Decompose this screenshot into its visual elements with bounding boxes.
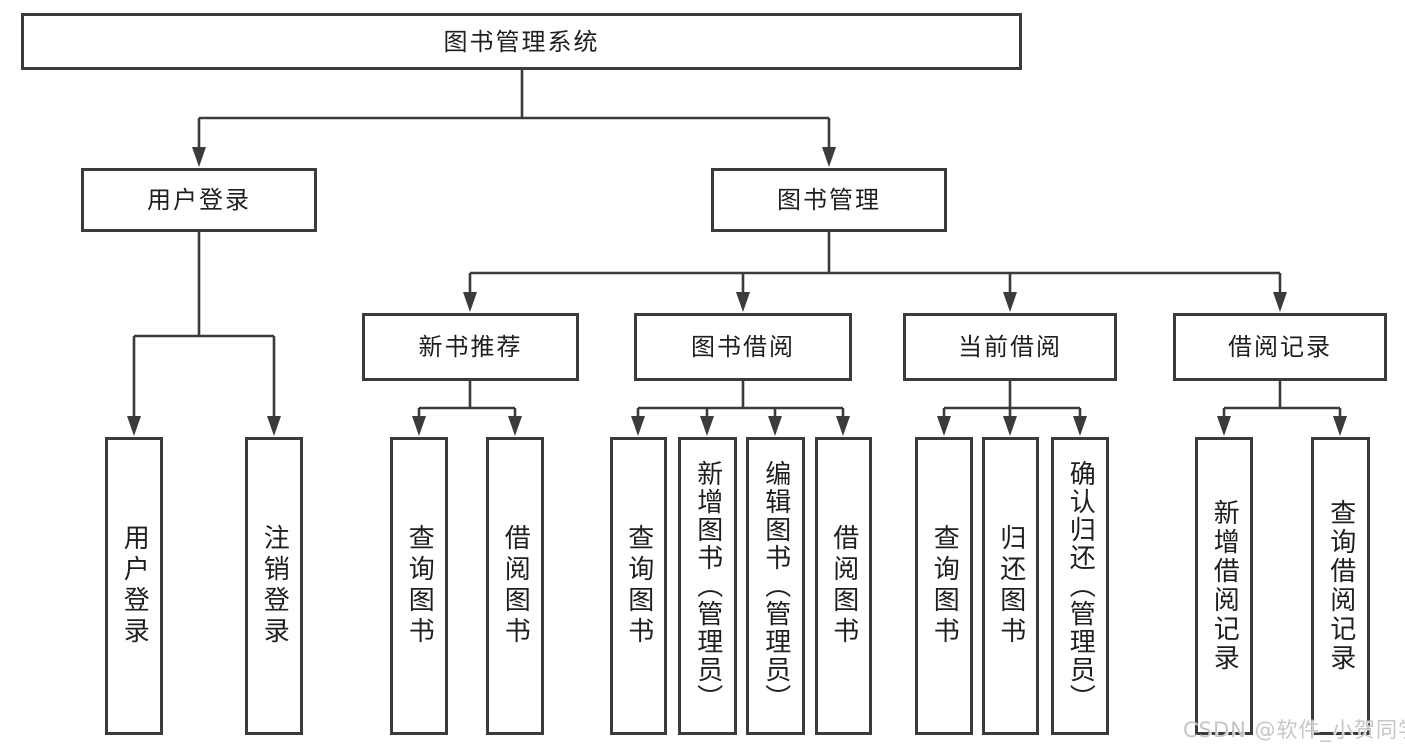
leaf-return-book: 归还图书 — [982, 437, 1039, 735]
node-borrow-records: 借阅记录 — [1173, 313, 1387, 381]
leaf-user-login: 用户登录 — [105, 437, 163, 735]
leaf-confirm-return-admin: 确认归还（管理员） — [1051, 437, 1109, 735]
leaf-edit-book-admin: 编辑图书（管理员） — [746, 437, 805, 735]
leaf-logout: 注销登录 — [245, 437, 303, 735]
node-current-borrow: 当前借阅 — [903, 313, 1117, 381]
node-new-book-recommend: 新书推荐 — [362, 313, 579, 381]
csdn-watermark: CSDN @软件_小贺同学 — [1183, 718, 1405, 742]
node-user-login: 用户登录 — [81, 168, 317, 232]
leaf-borrow-books-recommend: 借阅图书 — [486, 437, 544, 735]
leaf-borrow-books: 借阅图书 — [815, 437, 872, 735]
leaf-query-books-current: 查询图书 — [915, 437, 973, 735]
leaf-query-borrow-record: 查询借阅记录 — [1311, 437, 1370, 735]
node-book-management: 图书管理 — [711, 168, 947, 232]
node-book-borrow: 图书借阅 — [634, 313, 852, 381]
leaf-query-books-borrow: 查询图书 — [610, 437, 667, 735]
node-library-management-system: 图书管理系统 — [21, 13, 1022, 70]
leaf-query-books-recommend: 查询图书 — [390, 437, 448, 735]
leaf-add-book-admin: 新增图书（管理员） — [678, 437, 737, 735]
leaf-add-borrow-record: 新增借阅记录 — [1195, 437, 1253, 735]
